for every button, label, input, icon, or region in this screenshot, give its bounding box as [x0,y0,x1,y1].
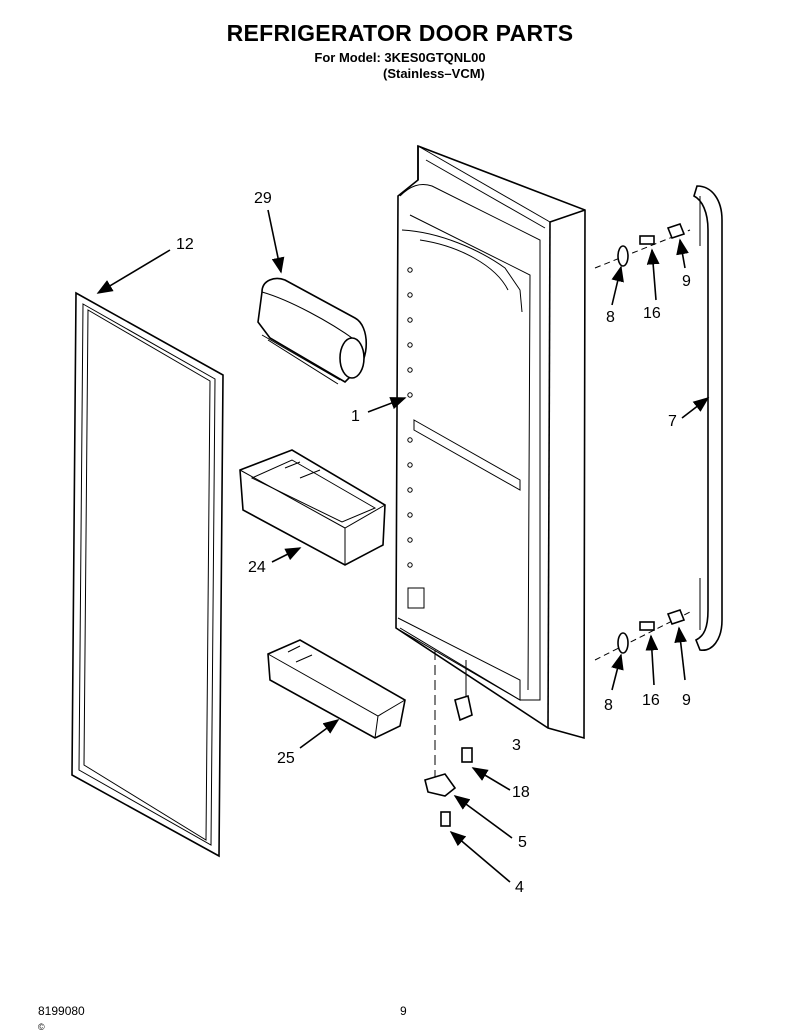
part-label-18: 18 [512,784,530,801]
variant-line: (Stainless–VCM) [383,66,485,81]
door-assembly [395,144,586,740]
door-gasket [71,291,224,858]
bottom-handle-hardware [594,609,691,661]
model-line: For Model: 3KES0GTQNL00 [314,50,486,65]
top-handle-hardware [594,223,691,269]
lower-door-bin [267,639,406,739]
part-label-24: 24 [248,559,266,576]
leader-arrows [96,209,710,883]
part-label-29: 29 [254,190,272,207]
part-label-5: 5 [518,834,527,851]
bottom-hinge-hardware [424,650,473,827]
dairy-compartment [257,277,367,385]
corner-mark: © [38,1022,45,1032]
part-label-1: 1 [351,408,360,425]
part-label-7: 7 [668,413,677,430]
part-label-4: 4 [515,879,524,896]
door-handle [693,185,723,651]
part-label-16-bottom: 16 [642,692,660,709]
part-label-9-bottom: 9 [682,692,691,709]
part-label-3: 3 [512,737,521,754]
page-number: 9 [400,1004,407,1018]
door-bin [239,449,386,566]
part-label-9-top: 9 [682,273,691,290]
part-label-12: 12 [176,236,194,253]
part-label-25: 25 [277,750,295,767]
document-number: 8199080 [38,1004,85,1018]
page-title: REFRIGERATOR DOOR PARTS [226,20,574,46]
part-label-16-top: 16 [643,305,661,322]
part-label-8-bottom: 8 [604,697,613,714]
part-label-8-top: 8 [606,309,615,326]
